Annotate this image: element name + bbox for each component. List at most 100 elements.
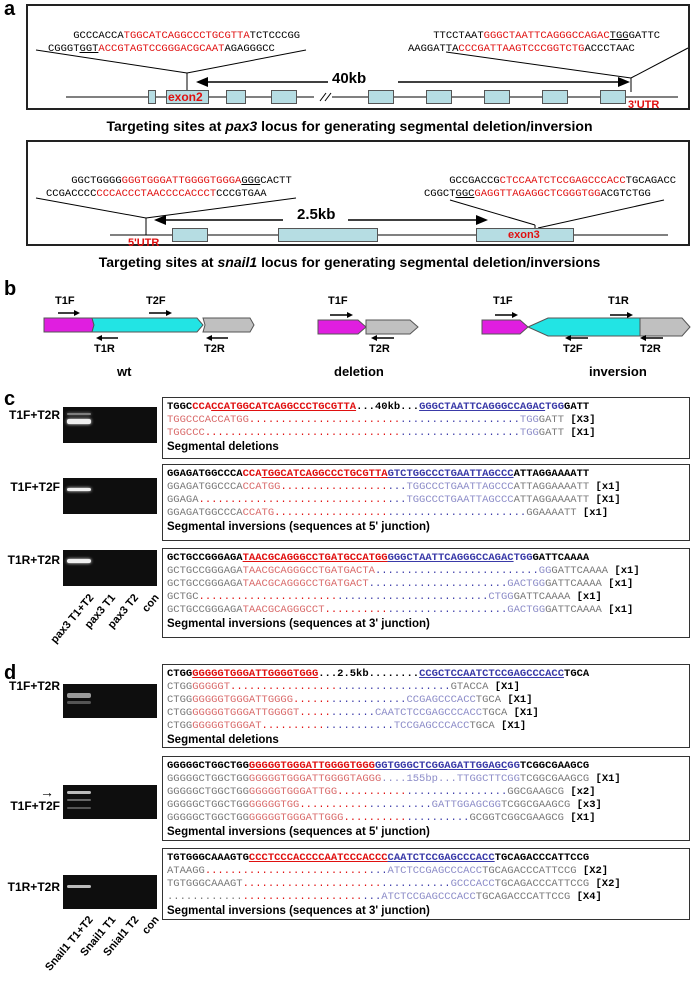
d-deletion-row: CTGGGGGGGTGGGATTGGGG..................CC… <box>167 694 533 706</box>
c-deletion-row: TGGCCCACCATGG...........................… <box>167 414 596 426</box>
c-deletions-reference: TGGCCCACCATGGCATCAGGCCCTGCGTTA...40kb...… <box>167 401 590 413</box>
deletion-primer-t1f: T1F <box>328 295 348 307</box>
d-gel-label-2: T1F+T2F <box>10 799 60 813</box>
c-lane-label-4: con <box>140 592 163 615</box>
d-deletion-row: CTGGGGGGGTGGGATTGGGGT............CAATCTC… <box>167 707 539 719</box>
c-gel-label-1: T1F+T2R <box>8 408 60 422</box>
d-gel-label-1: T1F+T2R <box>8 679 60 693</box>
d-inversions-3-box: TGTGGGCAAAGTGCCCTCCCACCCCAATCCCACCCCAATC… <box>162 848 690 920</box>
d-inversions-5-title: Segmental inversions (sequences at 5' ju… <box>167 826 430 838</box>
pax3-exon4 <box>271 90 297 104</box>
d-gel-2 <box>63 785 157 819</box>
wt-primer-t2r: T2R <box>204 343 225 355</box>
snail1-exon3-label: exon3 <box>508 229 540 241</box>
c-inversions-3-box: GCTGCCGGGAGATAACGCAGGGCCTGATGCCATGGGGGCT… <box>162 548 690 638</box>
d-inversion-5-row: GGGGGCTGGCTGGGGGGGTGGGATTGGG............… <box>167 812 596 824</box>
pax3-distance-label: 40kb <box>332 70 367 87</box>
c-inversions-5-title: Segmental inversions (sequences at 5' ju… <box>167 521 430 533</box>
d-inversions-5-box: GGGGGCTGGCTGGGGGGGTGGGATTGGGGTGGGGGTGGGC… <box>162 756 690 841</box>
d-deletion-row: CTGGGGGGGT..............................… <box>167 681 520 693</box>
c-inversion-5-row: GGAGA.................................TG… <box>167 494 621 506</box>
pax3-exon6 <box>426 90 452 104</box>
c-inversions-3-title: Segmental inversions (sequences at 3' ju… <box>167 618 430 630</box>
panel-b-letter: b <box>4 278 17 300</box>
c-inversion-3-row: GCTGCCGGGAGATAACGCAGGGCCTGATGACTA.......… <box>167 565 640 577</box>
snail1-caption: Targeting sites at snail1 locus for gene… <box>98 254 601 270</box>
d-deletions-title: Segmental deletions <box>167 734 279 746</box>
panel-b-diagram <box>43 310 691 341</box>
inversion-primer-t2r: T2R <box>640 343 661 355</box>
c-gel-2 <box>63 478 157 514</box>
pax3-exon7 <box>484 90 510 104</box>
c-gel-1 <box>63 407 157 443</box>
inversion-primer-t2f: T2F <box>563 343 583 355</box>
snail1-distance-label: 2.5kb <box>297 206 336 223</box>
snail1-5utr-label: 5'UTR <box>128 237 160 249</box>
d-deletion-row: CTGGGGGGGTGGGAT.....................TCCG… <box>167 720 527 732</box>
pax3-exon9 <box>600 90 626 104</box>
c-gel-3 <box>63 550 157 586</box>
d-inversion-5-row: GGGGGCTGGCTGGGGGGGTGG...................… <box>167 799 602 811</box>
c-gel-label-3: T1R+T2R <box>7 553 60 567</box>
pax3-exon3 <box>226 90 246 104</box>
wt-primer-t1f: T1F <box>55 295 75 307</box>
c-gel-label-2: T1F+T2F <box>10 480 60 494</box>
d-lane-label-4: con <box>140 914 163 937</box>
d-inversion-5-row: GGGGGCTGGCTGGGGGGGTGGGATTGG.............… <box>167 786 596 798</box>
c-inversion-5-row: GGAGATGGCCCACCATG.......................… <box>167 507 609 519</box>
deletion-construct <box>317 312 419 341</box>
pax3-exon2-label: exon2 <box>168 90 203 104</box>
d-gel-1 <box>63 684 157 718</box>
deletion-label: deletion <box>334 364 384 379</box>
band-arrow-icon: → <box>40 784 54 800</box>
c-inversion-3-row: GCTGCCGGGAGATAACGCAGGGCCTGATGACT........… <box>167 578 634 590</box>
c-deletion-row: TGGCCC..................................… <box>167 427 596 439</box>
c-inversions-5-reference: GGAGATGGCCCACCATGGCATCAGGCCCTGCGTTAGTCTG… <box>167 468 590 480</box>
c-deletions-box: TGGCCCACCATGGCATCAGGCCCTGCGTTA...40kb...… <box>162 397 690 459</box>
d-deletions-reference: CTGGGGGGGTGGGATTGGGGTGGG...2.5kb........… <box>167 668 590 680</box>
inversion-primer-t1r: T1R <box>608 295 629 307</box>
d-gel-label-3: T1R+T2R <box>7 880 60 894</box>
c-inversion-3-row: GCTGC...................................… <box>167 591 602 603</box>
panel-c-letter: c <box>4 388 16 410</box>
wt-primer-t1r: T1R <box>94 343 115 355</box>
pax3-3utr-label: 3'UTR <box>628 99 660 111</box>
inversion-label: inversion <box>589 364 647 379</box>
d-gel-3 <box>63 875 157 909</box>
d-deletions-box: CTGGGGGGGTGGGATTGGGGTGGG...2.5kb........… <box>162 664 690 748</box>
d-inversion-3-row: ..................................ATCTCC… <box>167 891 602 903</box>
d-inversion-3-row: ATAAGG.............................ATCTC… <box>167 865 609 877</box>
deletion-primer-t2r: T2R <box>369 343 390 355</box>
c-deletions-title: Segmental deletions <box>167 441 279 453</box>
panel-d-letter: d <box>4 662 17 684</box>
d-inversion-3-row: TGTGGGCAAAGT............................… <box>167 878 621 890</box>
c-inversions-3-reference: GCTGCCGGGAGATAACGCAGGGCCTGATGCCATGGGGGCT… <box>167 552 590 564</box>
pax3-locus-diagram <box>35 47 688 102</box>
pax3-exon5 <box>368 90 394 104</box>
pax3-caption: Targeting sites at pax3 locus for genera… <box>106 118 593 134</box>
c-inversions-5-box: GGAGATGGCCCACCATGGCATCAGGCCCTGCGTTAGTCTG… <box>162 464 690 541</box>
pax3-exon2 <box>166 90 209 104</box>
panel-a-letter: a <box>4 0 16 20</box>
inversion-primer-t1f: T1F <box>493 295 513 307</box>
snail1-exon2 <box>278 228 378 242</box>
pax3-exon8 <box>542 90 568 104</box>
inversion-construct <box>481 312 691 341</box>
wt-construct <box>43 310 255 341</box>
d-inversion-5-row: GGGGGCTGGCTGGGGGGGTGGGATTGGGGTAGGG....15… <box>167 773 621 785</box>
d-inversions-3-reference: TGTGGGCAAAGTGCCCTCCCACCCCAATCCCACCCCAATC… <box>167 852 590 864</box>
c-inversion-5-row: GGAGATGGCCCACCATGG....................TG… <box>167 481 621 493</box>
snail1-exon1 <box>172 228 208 242</box>
c-inversion-3-row: GCTGCCGGGAGATAACGCAGGGCCT...............… <box>167 604 634 616</box>
wt-label: wt <box>117 364 132 379</box>
pax3-exon1 <box>148 90 156 104</box>
wt-primer-t2f: T2F <box>146 295 166 307</box>
d-inversions-5-reference: GGGGGCTGGCTGGGGGGGTGGGATTGGGGTGGGGGTGGGC… <box>167 760 590 772</box>
d-inversions-3-title: Segmental inversions (sequences at 3' ju… <box>167 905 430 917</box>
